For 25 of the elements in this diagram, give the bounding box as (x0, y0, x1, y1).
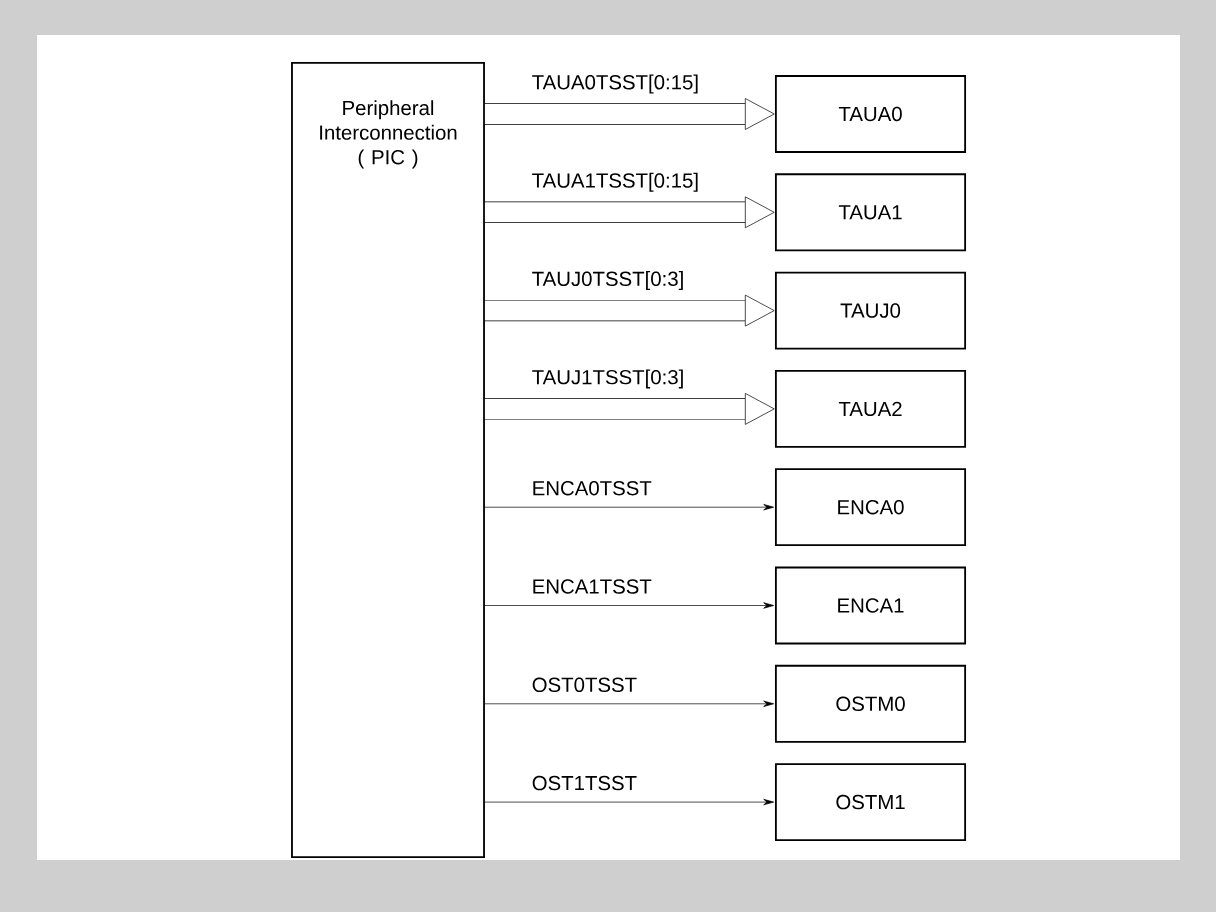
arrow (484, 700, 774, 707)
signal-label: OST1TSST (532, 775, 637, 791)
signal-label: OST0TSST (532, 677, 637, 692)
arrow (484, 602, 774, 609)
signal-label: TAUA1TSST[0:15] (532, 172, 698, 192)
signal-label: ENCA1TSST (533, 579, 652, 594)
block-box: OSTM0 (774, 664, 967, 743)
block-box: TAUA0 (774, 75, 967, 153)
arrow (484, 196, 775, 229)
signal-label: TAUA0TSST[0:15] (532, 74, 698, 94)
block-box: TAUJ0 (774, 271, 967, 350)
signal-label: TAUJ1TSST[0:3] (532, 369, 683, 389)
block-box: Peripheral Interconnection ( PIC ) (291, 61, 485, 858)
arrow (484, 799, 774, 806)
signal-label: ENCA0TSST (533, 480, 652, 496)
arrow (484, 98, 775, 130)
signal-label: TAUJ0TSST[0:3] (532, 271, 683, 291)
block-box: ENCA1 (774, 566, 967, 645)
arrow (484, 294, 775, 327)
block-box: TAUA1 (774, 173, 967, 252)
arrow (484, 504, 774, 511)
block-box: TAUA2 (774, 369, 967, 448)
block-box: ENCA0 (774, 468, 967, 547)
block-box: OSTM1 (774, 763, 967, 841)
arrow (484, 393, 775, 425)
